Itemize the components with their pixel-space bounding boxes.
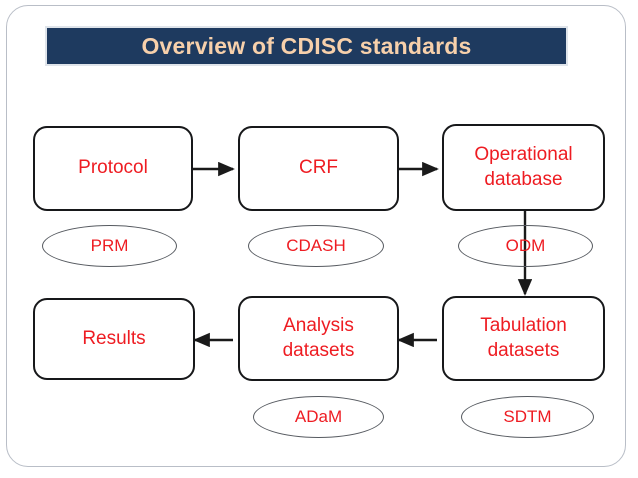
node-results[interactable]: Results <box>33 298 195 380</box>
standard-cdash[interactable]: CDASH <box>248 225 384 267</box>
standard-sdtm-label: SDTM <box>503 407 552 426</box>
node-tabulation-datasets[interactable]: Tabulation datasets <box>442 296 605 381</box>
node-tabulation-datasets-label: Tabulation datasets <box>480 315 567 361</box>
node-operational-database[interactable]: Operational database <box>442 124 605 211</box>
title-banner: Overview of CDISC standards <box>45 26 568 66</box>
node-analysis-datasets-label: Analysis datasets <box>282 315 355 361</box>
page-title: Overview of CDISC standards <box>141 32 472 59</box>
standard-odm[interactable]: ODM <box>458 225 593 267</box>
node-protocol-label: Protocol <box>78 157 148 179</box>
standard-adam[interactable]: ADaM <box>253 396 384 438</box>
standard-cdash-label: CDASH <box>286 236 346 255</box>
standard-adam-label: ADaM <box>294 407 343 426</box>
node-crf-label: CRF <box>298 157 339 179</box>
standard-prm-label: PRM <box>90 236 129 255</box>
node-crf[interactable]: CRF <box>238 126 399 211</box>
node-operational-database-label: Operational database <box>474 144 573 190</box>
node-protocol[interactable]: Protocol <box>33 126 193 211</box>
standard-sdtm[interactable]: SDTM <box>461 396 594 438</box>
node-analysis-datasets[interactable]: Analysis datasets <box>238 296 399 381</box>
standard-prm[interactable]: PRM <box>42 225 177 267</box>
node-results-label: Results <box>82 327 146 349</box>
standard-odm-label: ODM <box>505 236 546 255</box>
